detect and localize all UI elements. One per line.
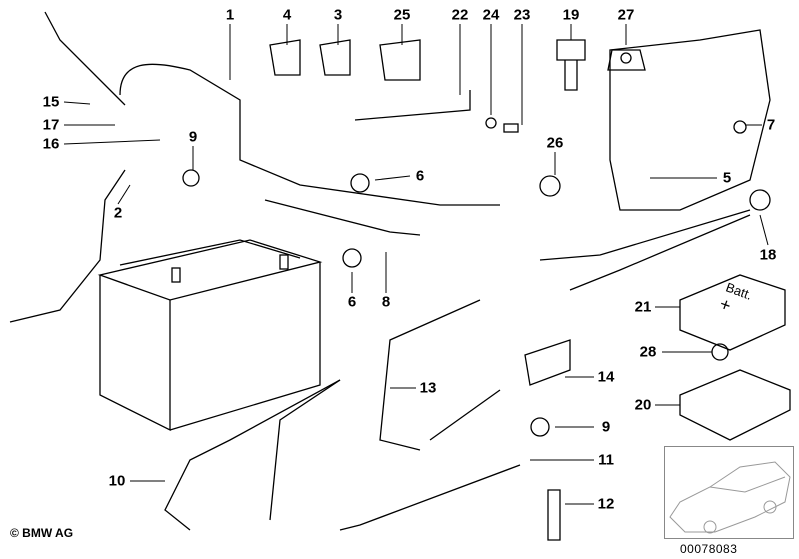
part-label: 9 xyxy=(601,418,611,436)
part-label: 28 xyxy=(639,343,657,361)
part-label: 4 xyxy=(282,6,292,24)
diagram-reference-number: 00078083 xyxy=(680,542,738,556)
part-label: 7 xyxy=(766,116,776,134)
part-label: 2 xyxy=(113,204,123,222)
battery-cover-parts xyxy=(679,274,791,441)
part-label: 19 xyxy=(562,6,580,24)
part-label: 11 xyxy=(598,451,614,469)
part-label: 18 xyxy=(759,246,777,264)
part-label: 25 xyxy=(393,6,411,24)
part-label: 10 xyxy=(108,472,126,490)
part-label: 13 xyxy=(419,379,437,397)
part-label: 6 xyxy=(347,293,357,311)
part-label: 27 xyxy=(617,6,635,24)
part-label: 1 xyxy=(225,6,235,24)
part-label: 8 xyxy=(381,293,391,311)
part-label: 5 xyxy=(722,169,732,187)
part-label: 15 xyxy=(42,93,60,111)
part-label: 17 xyxy=(42,116,60,134)
part-label: 14 xyxy=(597,368,615,386)
leader-lines xyxy=(63,24,769,505)
part-label: 12 xyxy=(597,495,615,513)
part-label: 3 xyxy=(333,6,343,24)
part-label: 24 xyxy=(482,6,500,24)
part-label: 16 xyxy=(42,135,60,153)
car-outline-icon xyxy=(669,461,791,534)
cable-illustrations xyxy=(9,11,751,531)
part-label: 22 xyxy=(451,6,469,24)
part-label: 26 xyxy=(546,134,564,152)
car-location-inset xyxy=(664,446,794,539)
part-label: 9 xyxy=(188,128,198,146)
part-label: 20 xyxy=(634,396,652,414)
part-label: 21 xyxy=(634,298,652,316)
part-label: 6 xyxy=(415,167,425,185)
copyright-text: © BMW AG xyxy=(10,526,74,540)
battery-illustration xyxy=(97,239,323,432)
small-parts xyxy=(182,29,771,541)
part-label: 23 xyxy=(513,6,531,24)
